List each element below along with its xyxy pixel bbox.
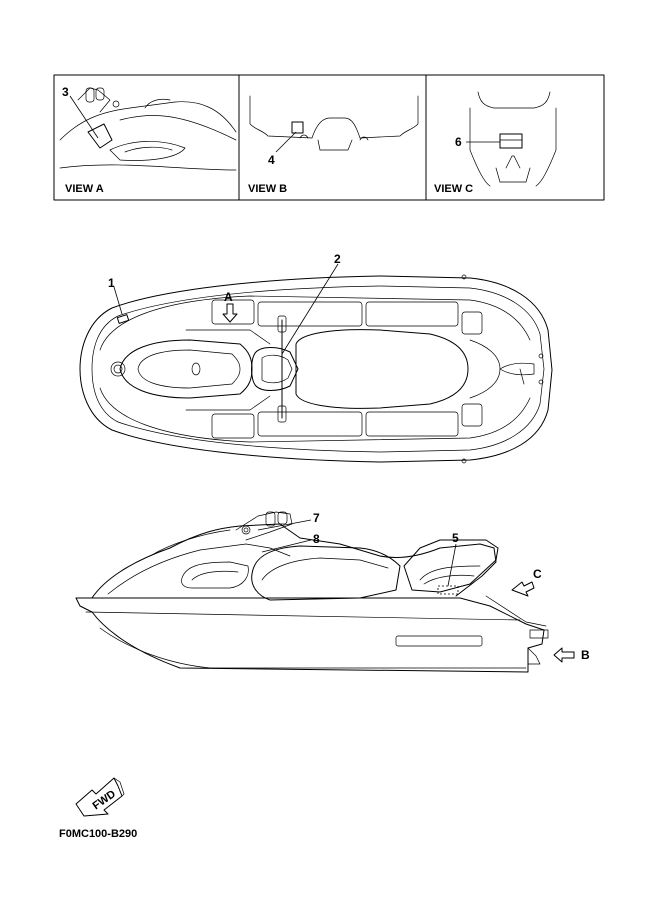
view-a-arrow-icon [222,303,238,323]
callout-label: 4 [268,153,275,167]
figure-code: F0MC100-B290 [59,828,137,840]
view-panels: 3 VIEW A 4 VIEW B 6 VIEW C [53,74,605,201]
view-c-arrow-icon [511,581,535,597]
label-4-decal [291,121,304,134]
view-a-arrow-label: A [224,290,233,304]
view-c-panel: 6 VIEW C [434,91,557,195]
view-b-arrow-label: B [581,648,590,662]
callout-label: 2 [334,252,341,266]
view-b-panel: 4 VIEW B [248,95,419,195]
top-view-watercraft: 1 2 A [79,252,553,464]
callout-label: 3 [62,85,69,99]
view-c-arrow-label: C [533,567,542,581]
callout-label: 5 [452,531,459,545]
fwd-direction-badge: FWD [75,777,125,817]
view-b-arrow-icon [553,647,575,663]
view-title: VIEW A [65,183,104,195]
view-title: VIEW B [248,183,287,195]
fwd-arrow-icon [75,777,123,817]
label-3-decal [87,123,113,149]
callout-label: 7 [313,511,320,525]
label-1-decal [116,314,130,324]
callout-label: 8 [313,532,320,546]
side-view-watercraft: 5 7 8 C B [75,511,590,673]
callout-label: 6 [455,135,462,149]
label-6-decal [499,133,523,149]
callout-label: 1 [108,276,115,290]
view-title: VIEW C [434,183,473,195]
view-a-panel: 3 VIEW A [59,85,237,195]
view-panel-frame [53,74,605,201]
